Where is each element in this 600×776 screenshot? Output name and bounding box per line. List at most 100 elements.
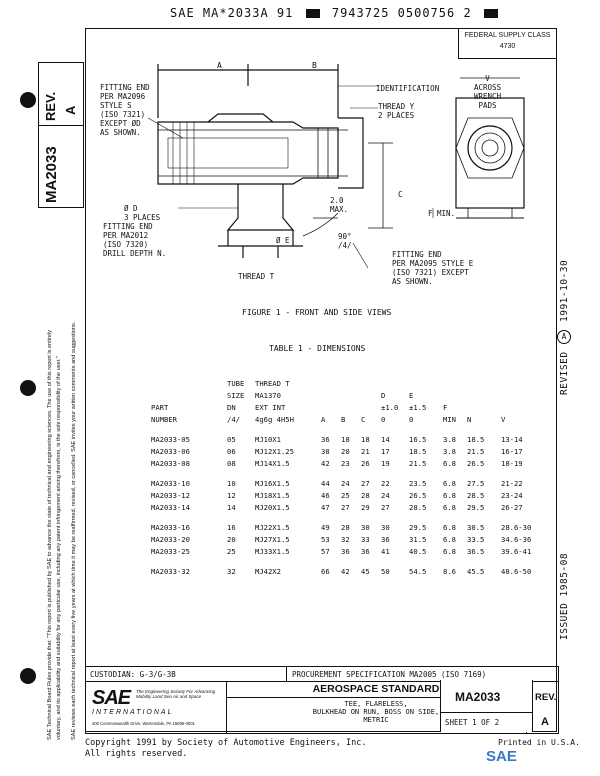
table-spacer	[148, 514, 554, 522]
table-header-cell	[498, 402, 554, 414]
angle-label: 90° /4/	[338, 232, 352, 250]
table-cell: 13-14	[501, 435, 523, 444]
table-cell: 45.5	[467, 567, 485, 576]
fitting-end-3-label: FITTING END PER MA2095 STYLE E (ISO 7321…	[392, 250, 474, 286]
table-cell: 42	[321, 459, 330, 468]
table-header-cell	[378, 378, 406, 390]
table-cell: 28.6-30	[501, 523, 532, 532]
table-header-cell	[406, 378, 440, 390]
table-cell: 6.8	[443, 491, 456, 500]
table-cell: 22	[381, 479, 390, 488]
table-cell: 16.5	[409, 435, 427, 444]
rev-block: REV. A	[532, 680, 558, 732]
identification-label: IDENTIFICATION	[376, 84, 440, 93]
sae-tagline: The Engineering Society For Advancing Mo…	[136, 689, 216, 699]
table-cell: 26-27	[501, 503, 523, 512]
table-header-cell: EXT INT	[255, 403, 286, 412]
table-cell: MA2033-05	[151, 435, 190, 444]
table-title: TABLE 1 - DIMENSIONS	[269, 344, 366, 353]
table-cell: 18-19	[501, 459, 523, 468]
table-header-cell: 0	[381, 415, 386, 424]
fitting-end-1-label: FITTING END PER MA2096 STYLE S (ISO 7321…	[100, 83, 150, 137]
header-number: 7943725 0500756 2	[331, 6, 472, 20]
title-divider	[226, 697, 526, 698]
side-divider	[39, 125, 83, 126]
table-cell: 34.6-36	[501, 535, 532, 544]
table-header-cell: A	[321, 415, 326, 424]
table-header-cell	[358, 378, 378, 390]
table-cell: 28	[361, 491, 370, 500]
table-cell: 28.5	[409, 503, 427, 512]
table-cell: 23	[341, 459, 350, 468]
table-cell: 40.5	[409, 547, 427, 556]
table-cell: 3.8	[443, 447, 456, 456]
printed-line: Printed in U.S.A.	[498, 738, 580, 747]
dim-b-label: B	[312, 61, 317, 70]
table-cell: 50	[381, 567, 390, 576]
doc-number: MA2033	[455, 690, 501, 704]
table-cell: 57	[321, 547, 330, 556]
table-cell: 30	[381, 523, 390, 532]
table-cell: 25	[227, 547, 236, 556]
table-cell: 21	[361, 447, 370, 456]
table-cell: MA2033-32	[151, 567, 190, 576]
table-header-cell	[148, 378, 224, 390]
table-header-cell: 0	[409, 415, 414, 424]
table-cell: 21.5	[409, 459, 427, 468]
table-header-cell	[498, 390, 554, 402]
table-cell: 53	[321, 535, 330, 544]
table-cell: MJ18X1.5	[255, 491, 290, 500]
sae-logo: SAE	[92, 687, 131, 709]
table-cell: 21-22	[501, 479, 523, 488]
table-cell: 47	[321, 503, 330, 512]
fitting-end-2-label: FITTING END PER MA2012 (ISO 7320) DRILL …	[103, 222, 167, 258]
table-cell: 20	[341, 447, 350, 456]
table-cell: MJ12X1.25	[255, 447, 294, 456]
part-title-line: TEE, FLARELESS,	[344, 700, 408, 708]
table-header-cell: MA1370	[255, 391, 281, 400]
table-cell: 6.8	[443, 459, 456, 468]
table-header-cell: N	[467, 415, 472, 424]
table-cell: MA2033-12	[151, 491, 190, 500]
table-cell: 3.8	[443, 435, 456, 444]
disclaimer-line: SAE reviews each technical report at lea…	[71, 321, 77, 740]
table-header-cell	[318, 390, 338, 402]
phi-e-label: Ø E	[276, 236, 290, 245]
table-cell: 39.6-41	[501, 547, 532, 556]
dim-2-max-label: 2.0 MAX.	[330, 196, 349, 214]
table-cell: 27	[361, 479, 370, 488]
table-cell: 23.5	[409, 479, 427, 488]
revision-circle-icon: A	[557, 330, 571, 344]
sae-international: INTERNATIONAL	[92, 709, 174, 716]
table-cell: MA2033-08	[151, 459, 190, 468]
part-title-line: METRIC	[363, 716, 389, 724]
table-cell: 26	[361, 459, 370, 468]
table-cell: 8.6	[443, 567, 456, 576]
table-cell: 20	[227, 535, 236, 544]
federal-supply-class-box: FEDERAL SUPPLY CLASS 4730	[458, 28, 556, 59]
table-header-cell: ±1.0	[381, 403, 399, 412]
doc-number-block: MA2033 SHEET 1 OF 2	[440, 680, 533, 732]
table-header-cell	[338, 402, 358, 414]
table-cell: 24	[341, 479, 350, 488]
table-cell: 46	[321, 491, 330, 500]
side-rev-label: REV.	[43, 91, 58, 121]
table-cell: 36	[341, 547, 350, 556]
table-cell: 27	[341, 503, 350, 512]
table-cell: 45	[361, 567, 370, 576]
table-cell: MJ10X1	[255, 435, 281, 444]
table-cell: 29.5	[409, 523, 427, 532]
table-cell: MJ22X1.5	[255, 523, 290, 532]
table-header-cell	[318, 378, 338, 390]
table-cell: 16-17	[501, 447, 523, 456]
disclaimer-line: voluntary, and its applicability and sui…	[56, 356, 62, 740]
